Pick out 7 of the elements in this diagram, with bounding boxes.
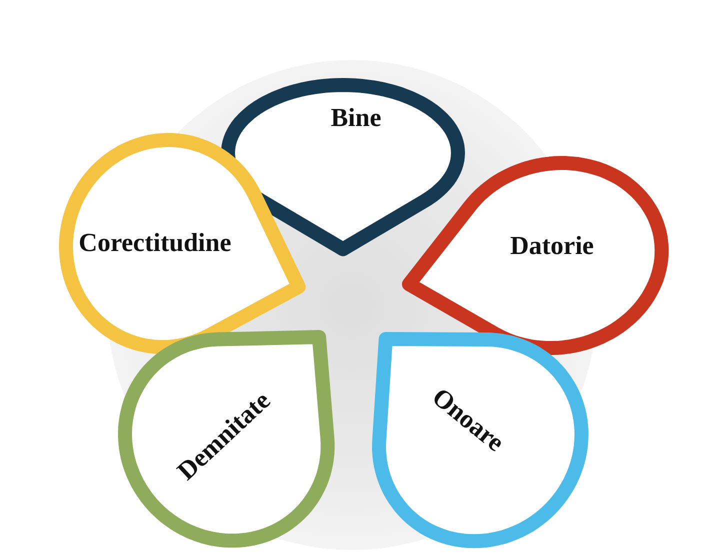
petal-label: Corectitudine (78, 230, 232, 256)
petal-shape (116, 329, 336, 549)
petal-label: Datorie (510, 232, 594, 259)
petal-shape (370, 330, 590, 549)
petal-shape (400, 155, 670, 357)
petal-shape (58, 132, 306, 356)
petal-label: Bine (330, 105, 382, 131)
